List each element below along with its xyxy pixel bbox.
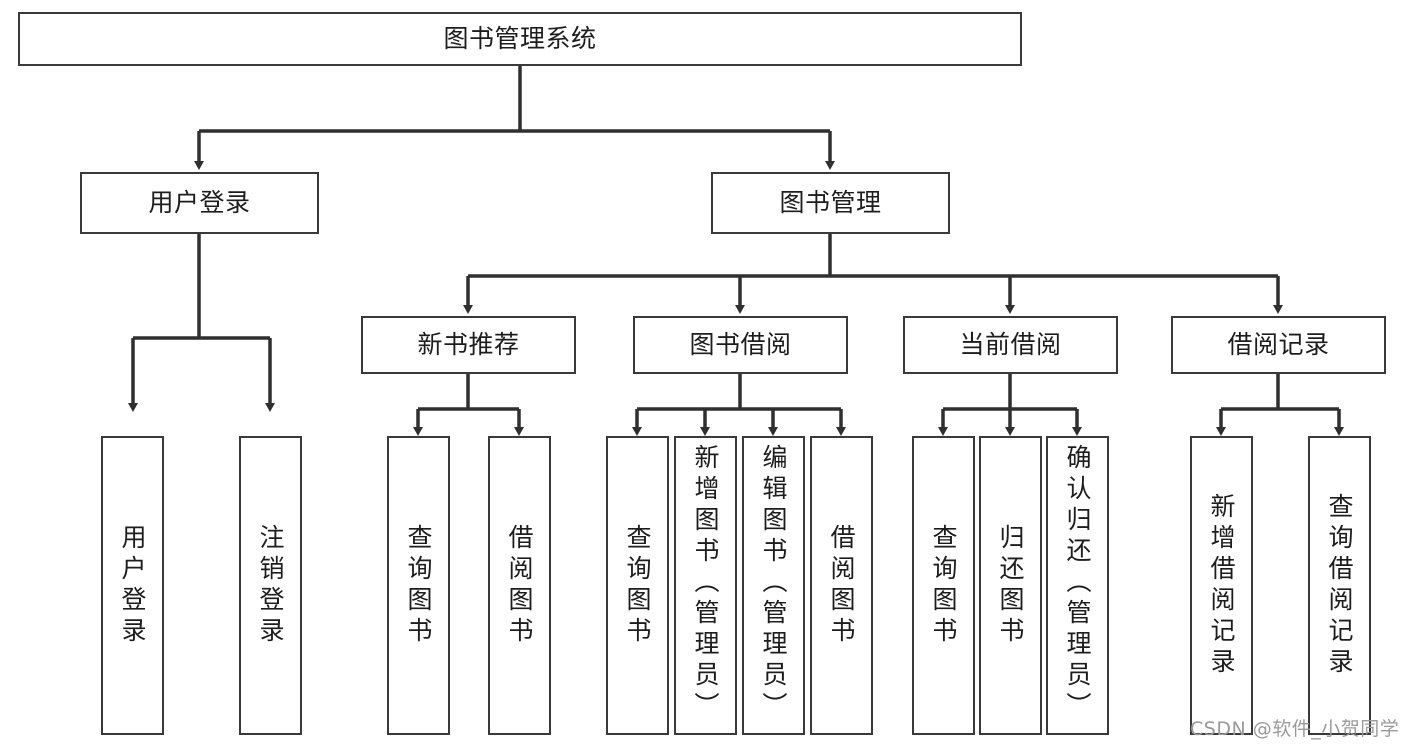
node-current-borrow[interactable]: 当前借阅	[903, 316, 1118, 374]
leaf-borrow-book[interactable]: 借阅图书	[810, 436, 873, 735]
node-label: 新增图书（管理员）	[691, 444, 720, 723]
leaf-edit-book-admin[interactable]: 编辑图书（管理员）	[742, 436, 805, 735]
node-user-login[interactable]: 用户登录	[80, 172, 319, 234]
leaf-return-book[interactable]: 归还图书	[979, 436, 1042, 735]
node-label: 新书推荐	[417, 330, 520, 360]
node-label: 编辑图书（管理员）	[759, 444, 788, 723]
node-label: 当前借阅	[959, 330, 1062, 360]
node-label: 确认归还（管理员）	[1063, 444, 1092, 723]
watermark-csdn: CSDN @软件_小贺同学	[1190, 718, 1400, 740]
node-book-borrow[interactable]: 图书借阅	[633, 316, 848, 374]
node-label: 用户登录	[118, 523, 147, 648]
node-label: 用户登录	[148, 188, 251, 218]
node-borrow-record[interactable]: 借阅记录	[1171, 316, 1386, 374]
node-book-management[interactable]: 图书管理	[711, 172, 950, 234]
node-label: 查询图书	[929, 523, 958, 648]
node-label: 图书借阅	[689, 330, 792, 360]
node-label: 借阅图书	[505, 523, 534, 648]
node-label: 新增借阅记录	[1207, 492, 1236, 679]
leaf-query-book-current[interactable]: 查询图书	[912, 436, 975, 735]
node-label: 查询图书	[404, 523, 433, 648]
leaf-add-borrow-record[interactable]: 新增借阅记录	[1190, 436, 1253, 735]
leaf-query-book-recommend[interactable]: 查询图书	[387, 436, 450, 735]
node-label: 借阅记录	[1227, 330, 1330, 360]
leaf-confirm-return-admin[interactable]: 确认归还（管理员）	[1046, 436, 1109, 735]
leaf-add-book-admin[interactable]: 新增图书（管理员）	[674, 436, 737, 735]
node-label: 图书管理	[779, 188, 882, 218]
node-label: 借阅图书	[827, 523, 856, 648]
node-root-system[interactable]: 图书管理系统	[18, 12, 1022, 66]
node-label: 图书管理系统	[443, 24, 597, 54]
leaf-user-login[interactable]: 用户登录	[101, 436, 164, 735]
node-new-book-recommend[interactable]: 新书推荐	[361, 316, 576, 374]
leaf-logout[interactable]: 注销登录	[239, 436, 302, 735]
leaf-query-borrow-record[interactable]: 查询借阅记录	[1308, 436, 1371, 735]
leaf-borrow-book-recommend[interactable]: 借阅图书	[488, 436, 551, 735]
leaf-query-book-borrow[interactable]: 查询图书	[606, 436, 669, 735]
node-label: 归还图书	[996, 523, 1025, 648]
node-label: 注销登录	[256, 523, 285, 648]
node-label: 查询借阅记录	[1325, 492, 1354, 679]
node-label: 查询图书	[623, 523, 652, 648]
